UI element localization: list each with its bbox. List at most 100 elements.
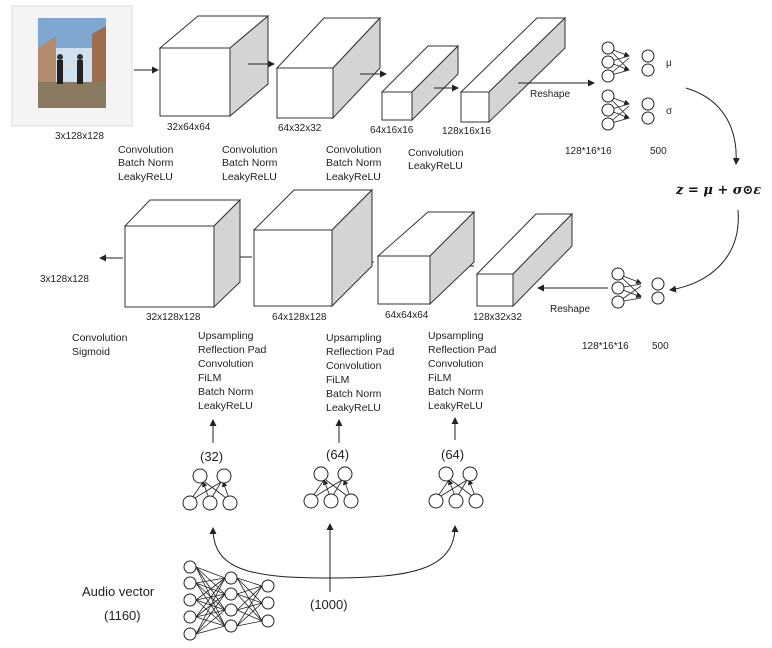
decoder-block-1-dims: 32x128x128 — [146, 312, 201, 323]
decoder-block-1 — [123, 198, 242, 309]
encoder-flat-size: 128*16*16 — [565, 146, 612, 157]
svg-text:LeakyReLU: LeakyReLU — [222, 171, 277, 183]
encoder-block-4 — [459, 16, 567, 124]
encoder-block-1 — [158, 14, 270, 118]
decoder-ops-1: Upsampling Reflection Pad Convolution Fi… — [198, 330, 266, 412]
svg-text:Batch Norm: Batch Norm — [428, 386, 484, 398]
svg-text:Reflection Pad: Reflection Pad — [198, 344, 266, 356]
svg-text:Batch Norm: Batch Norm — [198, 386, 254, 398]
audio-mlp-edge — [195, 625, 226, 635]
sigma-label: σ — [666, 106, 673, 117]
svg-text:Convolution: Convolution — [428, 358, 484, 370]
decoder-latent-network — [611, 267, 665, 309]
svg-text:Convolution: Convolution — [118, 144, 174, 156]
svg-text:Convolution: Convolution — [198, 358, 254, 370]
encoder-reshape-label: Reshape — [530, 89, 570, 100]
encoder-block-3-dims: 64x16x16 — [370, 125, 414, 136]
encoder-block-2 — [275, 16, 382, 120]
decoder-flat-size: 128*16*16 — [582, 341, 629, 352]
output-ops: Convolution Sigmoid — [72, 332, 128, 358]
film-network-2 — [303, 466, 359, 509]
audio-mlp-edge — [236, 585, 263, 627]
svg-text:Reflection Pad: Reflection Pad — [326, 346, 394, 358]
audio-mlp-edge — [236, 609, 263, 622]
svg-text:Convolution: Convolution — [326, 360, 382, 372]
encoder-block-2-dims: 64x32x32 — [278, 123, 322, 134]
input-image — [11, 5, 133, 127]
decoder-block-2 — [252, 188, 374, 308]
svg-text:LeakyReLU: LeakyReLU — [428, 400, 483, 412]
audio-mlp-edge — [236, 620, 263, 627]
audio-mlp-edge — [236, 585, 263, 611]
audio-mlp-edge — [195, 599, 226, 627]
encoder-latent-size: 500 — [650, 146, 667, 157]
svg-text:LeakyReLU: LeakyReLU — [118, 171, 173, 183]
film-size-1: (32) — [200, 449, 223, 464]
encoder-ops-1: Convolution Batch Norm LeakyReLU — [118, 144, 174, 183]
audio-mlp-edge — [195, 577, 226, 584]
film-network-3 — [428, 466, 484, 509]
svg-text:LeakyReLU: LeakyReLU — [326, 402, 381, 414]
film-size-2: (64) — [326, 447, 349, 462]
encoder-block-3 — [380, 44, 460, 122]
audio-mlp-edge — [236, 585, 263, 595]
encoder-ops-3: Convolution Batch Norm LeakyReLU — [326, 144, 382, 183]
svg-text:Sigmoid: Sigmoid — [72, 346, 110, 358]
decoder-ops-2: Upsampling Reflection Pad Convolution Fi… — [326, 332, 394, 414]
encoder-ops-2: Convolution Batch Norm LeakyReLU — [222, 144, 278, 183]
svg-text:Convolution: Convolution — [408, 147, 464, 159]
audio-mlp-edge — [195, 582, 226, 627]
decoder-block-2-dims: 64x128x128 — [272, 312, 327, 323]
svg-text:Convolution: Convolution — [72, 332, 128, 344]
film-network-1 — [182, 468, 238, 511]
svg-text:LeakyReLU: LeakyReLU — [408, 160, 463, 172]
mu-network — [601, 41, 655, 83]
decoder-reshape-label: Reshape — [550, 304, 590, 315]
audio-size: (1160) — [104, 608, 141, 623]
svg-text:Batch Norm: Batch Norm — [118, 157, 174, 169]
svg-text:FiLM: FiLM — [428, 372, 451, 384]
encoder-block-1-dims: 32x64x64 — [167, 122, 211, 133]
audio-mlp-edge — [236, 593, 263, 622]
decoder-block-3 — [376, 210, 476, 306]
encoder-block-4-dims: 128x16x16 — [442, 126, 491, 137]
audio-mlp-edge — [195, 609, 226, 635]
film-size-3: (64) — [441, 447, 464, 462]
svg-text:FiLM: FiLM — [198, 372, 221, 384]
audio-mlp-edge — [195, 582, 226, 611]
svg-text:Batch Norm: Batch Norm — [326, 157, 382, 169]
audio-hidden-size: (1000) — [310, 597, 348, 612]
decoder-latent-size: 500 — [652, 341, 669, 352]
svg-text:Convolution: Convolution — [222, 144, 278, 156]
svg-text:Reflection Pad: Reflection Pad — [428, 344, 496, 356]
audio-mlp-edge — [195, 577, 226, 601]
audio-mlp — [183, 560, 275, 641]
reparam-equation: z = μ + σ⊙ε — [675, 183, 761, 198]
svg-text:FiLM: FiLM — [326, 374, 349, 386]
audio-mlp-edge — [236, 602, 263, 627]
decoder-block-4-dims: 128x32x32 — [473, 312, 522, 323]
svg-text:Upsampling: Upsampling — [326, 332, 382, 344]
mu-label: μ — [666, 58, 672, 69]
encoder-ops-4: Convolution LeakyReLU — [408, 147, 464, 172]
audio-mlp-edge — [195, 577, 226, 635]
audio-mlp-edge — [195, 566, 226, 579]
decoder-block-3-dims: 64x64x64 — [385, 310, 429, 321]
sigma-network — [601, 89, 655, 131]
decoder-block-4 — [475, 212, 574, 308]
svg-text:Upsampling: Upsampling — [198, 330, 254, 342]
decoder-ops-3: Upsampling Reflection Pad Convolution Fi… — [428, 330, 496, 412]
svg-text:Batch Norm: Batch Norm — [222, 157, 278, 169]
svg-text:Upsampling: Upsampling — [428, 330, 484, 342]
svg-text:LeakyReLU: LeakyReLU — [198, 400, 253, 412]
output-dims: 3x128x128 — [40, 274, 89, 285]
svg-text:Convolution: Convolution — [326, 144, 382, 156]
svg-text:Batch Norm: Batch Norm — [326, 388, 382, 400]
audio-mlp-edge — [195, 577, 226, 618]
input-caption: 3x128x128 — [55, 131, 104, 142]
svg-text:LeakyReLU: LeakyReLU — [326, 171, 381, 183]
audio-title: Audio vector — [82, 584, 155, 599]
audio-mlp-edge — [236, 577, 263, 604]
